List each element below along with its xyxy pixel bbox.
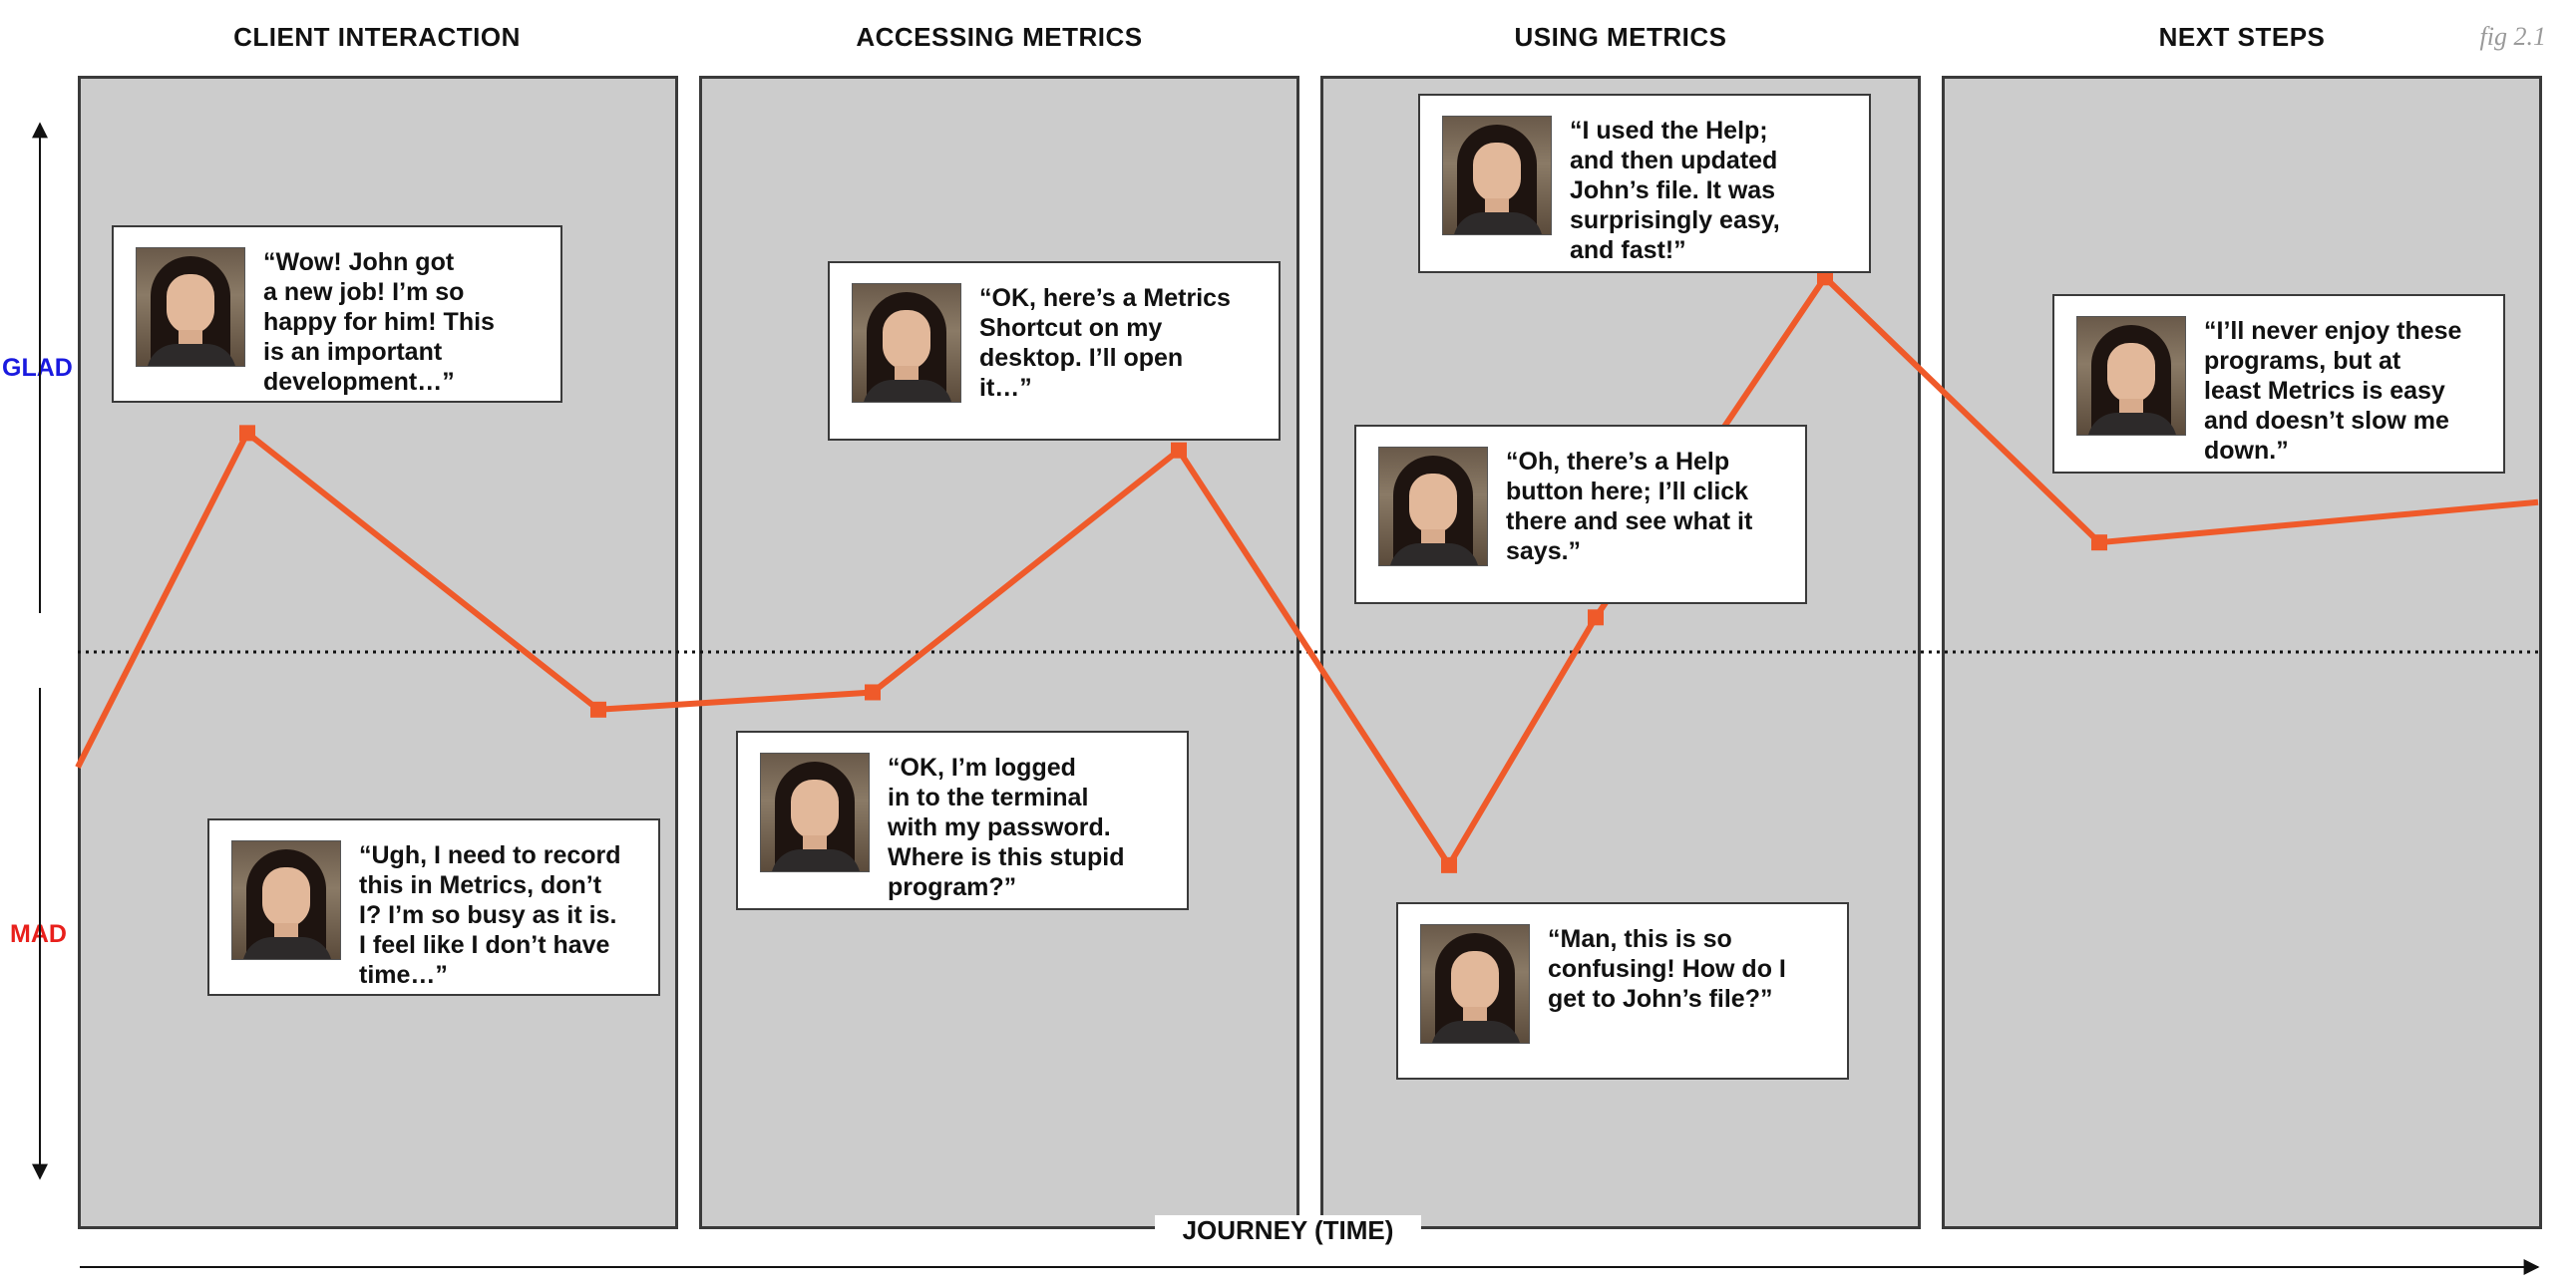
quote-card: “I’ll never enjoy these programs, but at… bbox=[2052, 294, 2505, 474]
phase-panel-next-steps bbox=[1942, 76, 2542, 1229]
phase-panel-accessing-metrics bbox=[699, 76, 1299, 1229]
user-avatar bbox=[760, 753, 870, 872]
quote-card: “Ugh, I need to record this in Metrics, … bbox=[207, 818, 660, 996]
quote-text: “Oh, there’s a Help button here; I’ll cl… bbox=[1506, 448, 1753, 565]
quote-card: “Man, this is so confusing! How do I get… bbox=[1396, 902, 1849, 1080]
quote-text: “I used the Help; and then updated John’… bbox=[1570, 117, 1780, 264]
user-avatar bbox=[1378, 447, 1488, 566]
quote-card: “OK, here’s a Metrics Shortcut on my des… bbox=[828, 261, 1281, 441]
figure-label: fig 2.1 bbox=[2479, 22, 2546, 51]
user-avatar bbox=[136, 247, 245, 367]
user-avatar bbox=[231, 840, 341, 960]
user-avatar bbox=[852, 283, 961, 403]
quote-card: “I used the Help; and then updated John’… bbox=[1418, 94, 1871, 273]
phase-title-accessing-metrics: ACCESSING METRICS bbox=[856, 22, 1143, 52]
phase-title-client-interaction: CLIENT INTERACTION bbox=[233, 22, 521, 52]
user-avatar bbox=[1442, 116, 1552, 235]
mad-label: MAD bbox=[10, 920, 67, 948]
quote-text: “OK, I’m logged in to the terminal with … bbox=[888, 754, 1125, 901]
user-avatar bbox=[2076, 316, 2186, 436]
x-axis-label-text: JOURNEY (TIME) bbox=[1154, 1215, 1422, 1245]
user-avatar bbox=[1420, 924, 1530, 1044]
quote-card: “Oh, there’s a Help button here; I’ll cl… bbox=[1354, 425, 1807, 604]
quote-text: “Man, this is so confusing! How do I get… bbox=[1548, 925, 1786, 1013]
quote-text: “I’ll never enjoy these programs, but at… bbox=[2204, 317, 2462, 465]
phase-title-next-steps: NEXT STEPS bbox=[2158, 22, 2326, 52]
quote-text: “OK, here’s a Metrics Shortcut on my des… bbox=[979, 284, 1231, 402]
quote-card: “Wow! John got a new job! I’m so happy f… bbox=[112, 225, 562, 403]
phase-title-using-metrics: USING METRICS bbox=[1514, 22, 1727, 52]
quote-text: “Wow! John got a new job! I’m so happy f… bbox=[263, 248, 495, 396]
quote-card: “OK, I’m logged in to the terminal with … bbox=[736, 731, 1189, 910]
x-axis-label: JOURNEY (TIME) bbox=[0, 1215, 2576, 1246]
quote-text: “Ugh, I need to record this in Metrics, … bbox=[359, 841, 621, 989]
glad-label: GLAD bbox=[2, 354, 73, 382]
